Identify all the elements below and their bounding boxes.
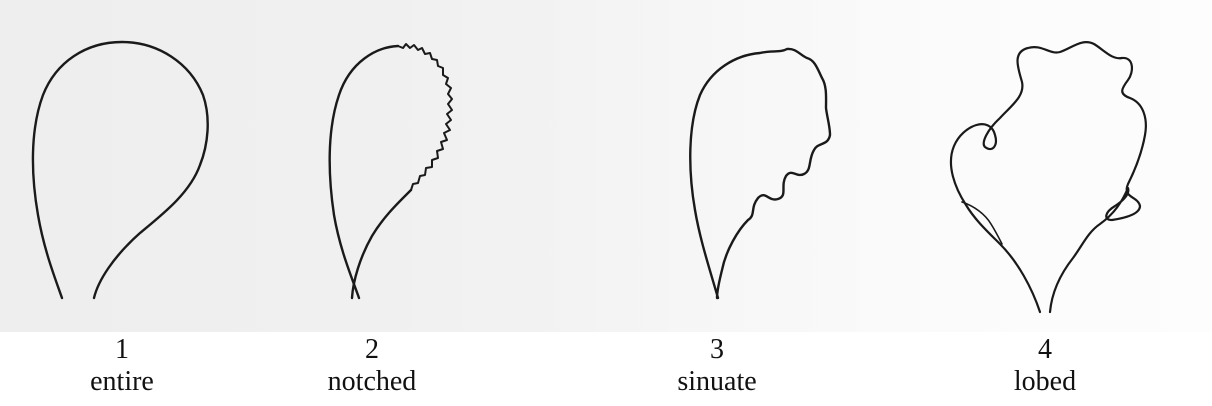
figure-caption-2: 2 notched [282,334,462,398]
figure-label: notched [282,366,462,398]
leaf-outline-notched [330,44,452,298]
leaf-margin-diagram [0,0,1212,332]
figure-number: 3 [627,334,807,366]
figure-number: 4 [955,334,1135,366]
figure-caption-3: 3 sinuate [627,334,807,398]
leaf-outline-lobed [951,42,1146,312]
figure-caption-4: 4 lobed [955,334,1135,398]
figure-number: 1 [32,334,212,366]
leaf-outline-sinuate [690,49,830,298]
figure-caption-1: 1 entire [32,334,212,398]
figure-label: entire [32,366,212,398]
leaf-outline-entire [33,42,208,298]
figure-number: 2 [282,334,462,366]
figure-label: sinuate [627,366,807,398]
figure-label: lobed [955,366,1135,398]
